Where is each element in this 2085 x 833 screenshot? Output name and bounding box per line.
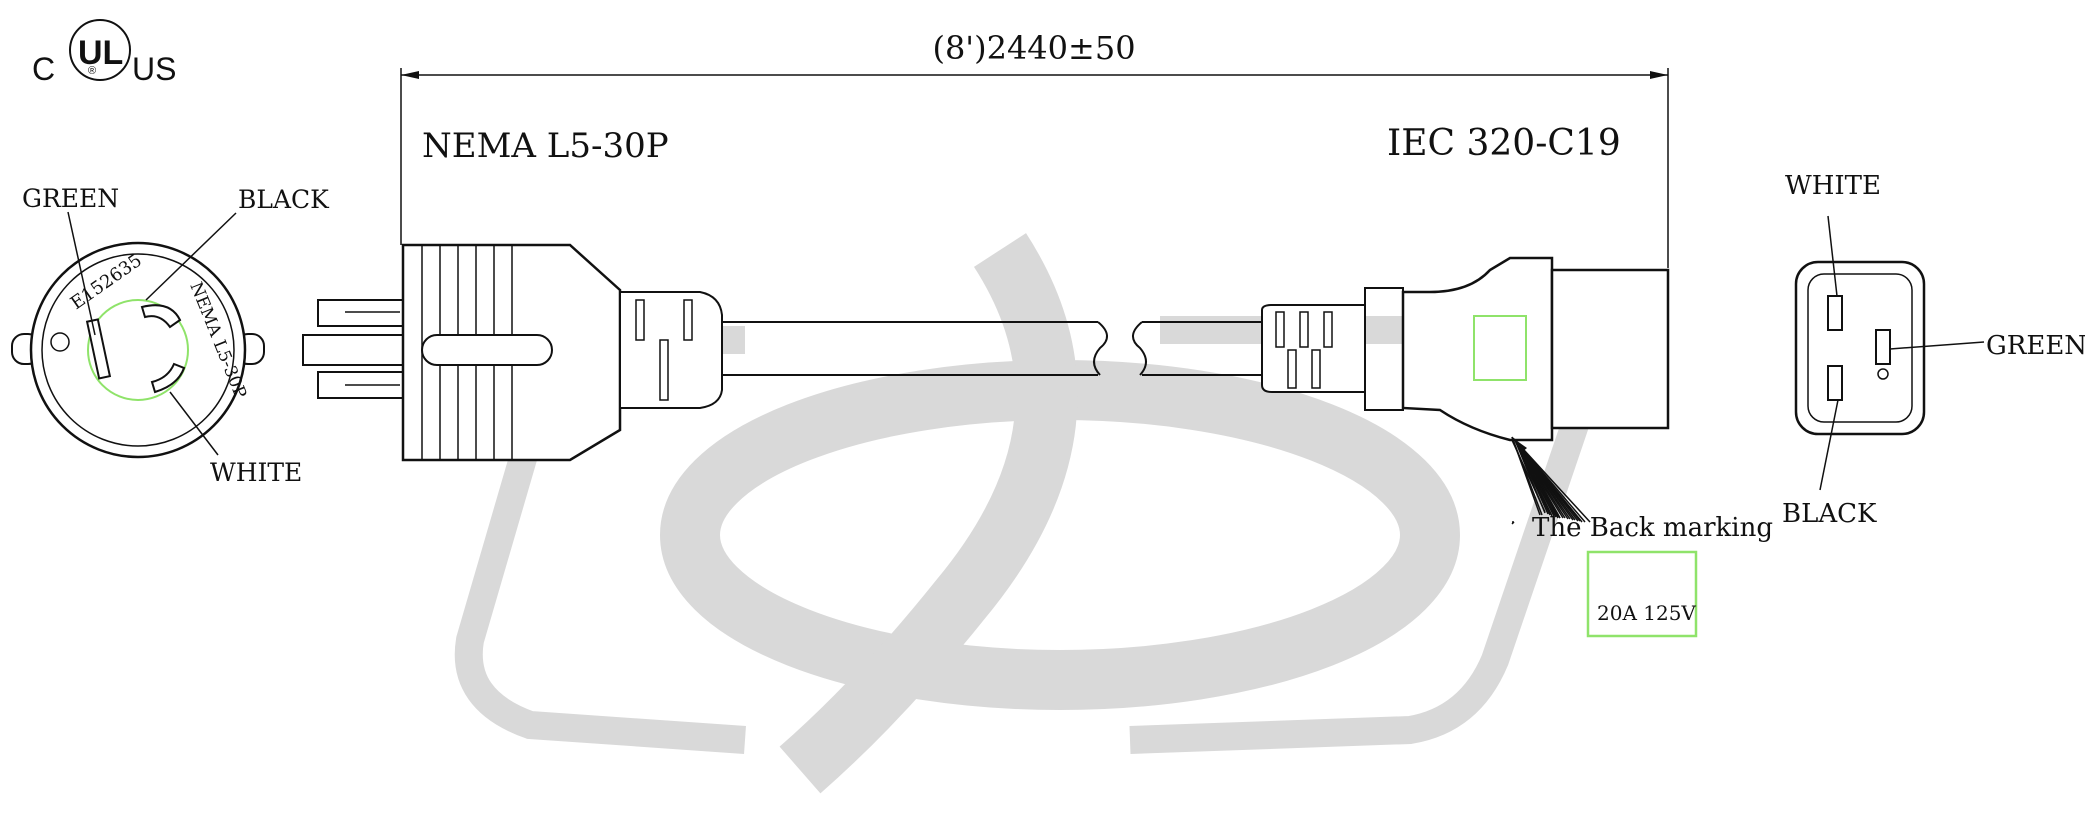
connector-black-leader xyxy=(1819,399,1839,491)
culus-c-letter: C xyxy=(32,51,55,87)
callout-arrowhead xyxy=(1513,438,1527,453)
plug-relief-rib-1 xyxy=(635,299,645,341)
ul-letters: UL xyxy=(78,34,123,72)
watermark-swoosh xyxy=(779,233,1078,794)
plug-face-inner-circle xyxy=(41,253,235,447)
cable-break-right xyxy=(1132,321,1147,376)
connector-black-slot xyxy=(1827,365,1843,401)
connector-white-label: WHITE xyxy=(1785,171,1881,201)
connector-ground-symbol-icon xyxy=(1877,368,1889,380)
plug-face-ul-icon xyxy=(50,332,70,352)
length-text: (8')2440±50 xyxy=(932,29,1135,67)
ul-registered-mark: ® xyxy=(88,65,96,77)
callout-leader-line xyxy=(1512,437,1591,523)
white-leader-line xyxy=(169,391,219,456)
connector-green-leader xyxy=(1889,341,1985,350)
black-pin-blade xyxy=(140,304,182,329)
connector-face-view: WHITE GREEN BLACK xyxy=(1782,171,2085,529)
connector-title: IEC 320-C19 xyxy=(1387,123,1621,164)
plug-black-label: BLACK xyxy=(238,185,330,214)
culus-mark: C UL ® US xyxy=(32,19,176,87)
connector-relief-rib-4 xyxy=(1287,349,1297,389)
plug-face-view: E152635 NEMA L5-30P GREEN BLACK WHITE xyxy=(11,184,330,487)
connector-green-label: GREEN xyxy=(1986,331,2085,361)
plug-white-label: WHITE xyxy=(210,458,302,487)
green-pin-blade xyxy=(85,318,112,380)
back-marking-callout: The Back marking 20A 125V xyxy=(1511,436,1773,638)
plug-side-view xyxy=(302,243,723,462)
connector-black-label: BLACK xyxy=(1782,499,1877,529)
back-marking-box xyxy=(1586,550,1698,638)
connector-face xyxy=(1550,268,1670,430)
plug-relief-rib-2 xyxy=(659,339,669,401)
back-marking-label: The Back marking xyxy=(1532,513,1773,543)
connector-white-leader xyxy=(1827,215,1838,297)
connector-relief-rib-1 xyxy=(1275,311,1285,348)
pin-circle-marking xyxy=(87,299,189,401)
connector-relief-rib-3 xyxy=(1323,311,1333,348)
ul-circle-icon xyxy=(69,19,131,81)
dimension-arrow-left xyxy=(401,71,419,79)
back-marking-text: 20A 125V xyxy=(1597,601,1696,625)
connector-side-view xyxy=(1261,256,1670,442)
plug-grip-slot xyxy=(421,334,553,366)
connector-strain-relief xyxy=(1261,304,1366,393)
plug-blade-top xyxy=(317,299,404,327)
connector-relief-rib-2 xyxy=(1299,311,1309,348)
plug-blade-middle xyxy=(302,334,404,366)
green-leader-line xyxy=(67,211,96,336)
callout-leader-dup xyxy=(1511,436,1543,516)
plug-title: NEMA L5-30P xyxy=(422,126,669,166)
connector-relief-rib-5 xyxy=(1311,349,1321,389)
plug-relief-rib-3 xyxy=(683,299,693,341)
plug-strain-relief xyxy=(619,291,723,409)
black-leader-line xyxy=(145,212,237,301)
back-marking-area xyxy=(1473,315,1527,381)
cable-break-left xyxy=(1093,321,1108,376)
length-dimension: (8')2440±50 xyxy=(400,29,1669,268)
connector-body xyxy=(1401,256,1554,442)
connector-white-slot xyxy=(1827,295,1843,331)
culus-us-letters: US xyxy=(132,51,176,87)
plug-green-label: GREEN xyxy=(22,184,119,213)
plug-face-outer-circle xyxy=(29,241,247,459)
connector-collar xyxy=(1364,287,1404,411)
white-pin-blade xyxy=(150,362,186,394)
cable xyxy=(722,321,1262,376)
dimension-arrow-right xyxy=(1650,71,1668,79)
connector-green-slot xyxy=(1875,329,1891,365)
